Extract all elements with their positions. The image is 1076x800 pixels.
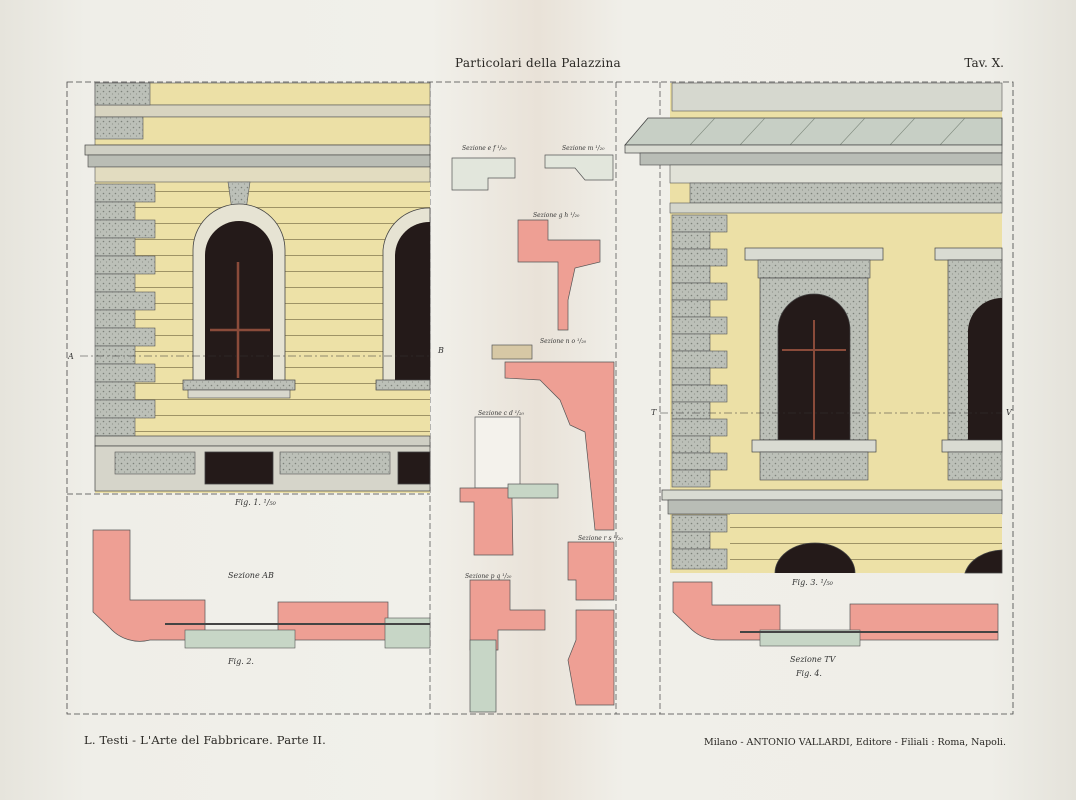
author-credit: L. Testi - L'Arte del Fabbricare. Parte …	[84, 733, 326, 747]
fig4-section-tv	[672, 581, 999, 647]
section-letter-a: A	[67, 352, 74, 361]
fig4-caption: Fig. 4.	[795, 669, 822, 678]
sezione-gh-label: Sezione g h ¹/₂₀	[533, 212, 580, 219]
sezione-ef-label: Sezione e f ¹/₂₀	[462, 145, 507, 152]
section-letter-t: T	[651, 408, 657, 417]
sezione-rs-label: Sezione r s ¹/₂₀	[578, 535, 623, 542]
sezione-cd-label: Sezione c d ¹/₂₀	[478, 410, 525, 417]
sezione-pq-label: Sezione p q ¹/₂₀	[465, 573, 512, 580]
plate-number: Tav. X.	[964, 56, 1004, 70]
publisher-credit: Milano - ANTONIO VALLARDI, Editore - Fil…	[704, 737, 1006, 748]
section-letter-v: V	[1006, 408, 1013, 417]
fig2-section-ab	[92, 529, 431, 649]
fig2-caption: Fig. 2.	[227, 657, 254, 666]
fig3-facade-elevation	[624, 82, 1003, 574]
plate-title: Particolari della Palazzina	[455, 56, 621, 70]
fig1-facade-elevation	[80, 82, 431, 493]
detail-sections	[451, 154, 615, 713]
sezione-m-label: Sezione m ¹/₂₀	[562, 145, 605, 152]
fig3-caption: Fig. 3. ¹/₅₀	[791, 578, 834, 587]
sezione-tv-label: Sezione TV	[790, 655, 837, 664]
fig1-caption: Fig. 1. ¹/₅₀	[234, 498, 277, 507]
sezione-no-label: Sezione n o ¹/₂₀	[540, 338, 587, 345]
section-letter-b: B	[437, 346, 444, 355]
sezione-ab-label: Sezione AB	[228, 571, 274, 580]
